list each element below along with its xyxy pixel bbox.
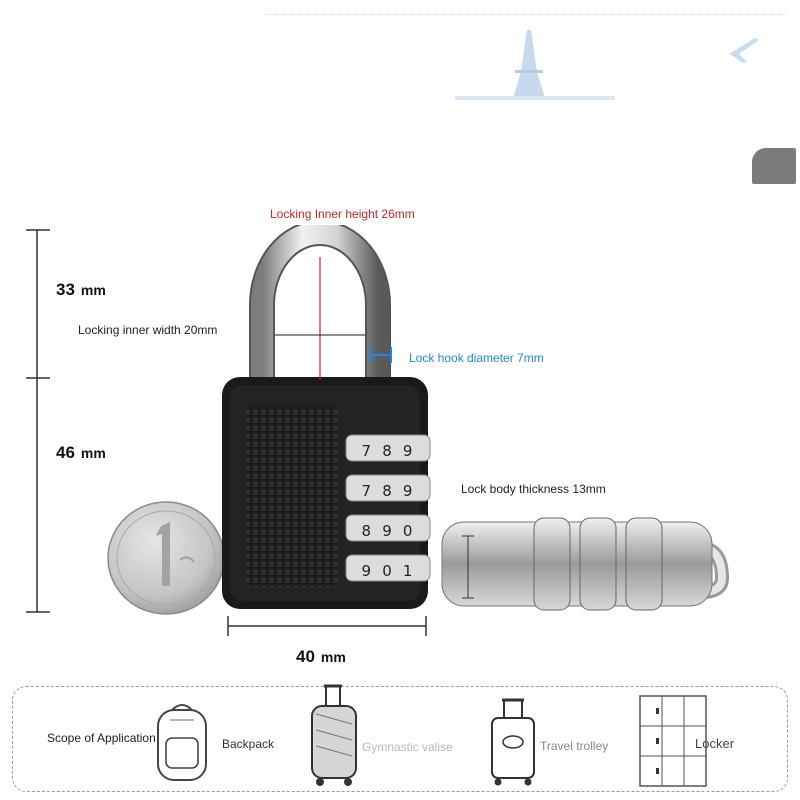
locker-icon — [639, 695, 707, 787]
application-heading: Scope of Application — [47, 731, 156, 745]
application-locker-label: Locker — [695, 736, 735, 751]
suitcase-icon — [311, 684, 357, 786]
airplane-icon — [729, 38, 759, 63]
application-backpack-label: Backpack — [222, 737, 275, 751]
hook-diameter-annotation: Lock hook diameter 7mm — [409, 351, 544, 365]
application-trolley-label: Travel trolley — [540, 739, 609, 753]
inner-width-annotation: Locking inner width 20mm — [78, 323, 218, 337]
backpack-icon — [157, 704, 207, 781]
top-dotted-line — [265, 14, 785, 15]
side-padlock-image — [441, 517, 730, 611]
application-valise-label: Gymnastic valise — [362, 740, 453, 754]
eiffel-tower-icon — [455, 30, 615, 100]
application-scope-panel — [12, 686, 788, 792]
padlock-image — [222, 225, 431, 609]
inner-height-annotation: Locking Inner height 26mm — [270, 207, 415, 221]
dial-windows — [345, 434, 431, 582]
body-thickness-annotation: Lock body thickness 13mm — [461, 482, 606, 496]
vertical-dimension-line — [26, 229, 50, 613]
gray-corner-shape — [752, 148, 796, 184]
coin-image — [107, 501, 225, 615]
horizontal-dimension-line — [227, 616, 427, 636]
travel-trolley-icon — [491, 698, 535, 786]
